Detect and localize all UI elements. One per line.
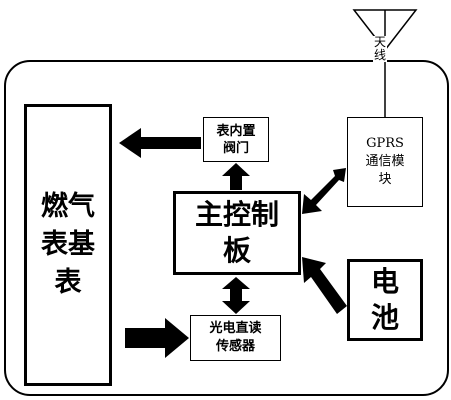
outer-housing-frame bbox=[4, 60, 449, 396]
gas-meter-base-box: 燃气 表基 表 bbox=[24, 104, 112, 386]
photoelectric-sensor-label: 光电直读 传感器 bbox=[209, 321, 262, 354]
arrow-board-sensor-bidirectional bbox=[222, 277, 250, 314]
gprs-module-box: GPRS 通信模 块 bbox=[347, 117, 423, 207]
antenna-icon bbox=[352, 9, 418, 117]
arrow-board-gprs-bidirectional bbox=[302, 168, 346, 214]
gprs-module-label: GPRS 通信模 块 bbox=[365, 136, 405, 187]
antenna-label: 天线 bbox=[373, 35, 387, 62]
main-control-board-label: 主控制 板 bbox=[194, 198, 279, 267]
built-in-valve-label: 表内置 阀门 bbox=[216, 123, 256, 156]
main-control-board-box: 主控制 板 bbox=[173, 191, 301, 275]
battery-label: 电 池 bbox=[370, 265, 399, 334]
arrow-valve-to-meter bbox=[119, 128, 201, 158]
arrow-meter-to-sensor bbox=[125, 318, 189, 358]
battery-box: 电 池 bbox=[347, 259, 423, 341]
arrow-board-to-valve bbox=[222, 163, 250, 190]
built-in-valve-box: 表内置 阀门 bbox=[203, 117, 269, 162]
gas-meter-base-label: 燃气 表基 表 bbox=[41, 191, 95, 298]
arrow-battery-to-board bbox=[302, 257, 347, 314]
photoelectric-sensor-box: 光电直读 传感器 bbox=[190, 315, 281, 361]
